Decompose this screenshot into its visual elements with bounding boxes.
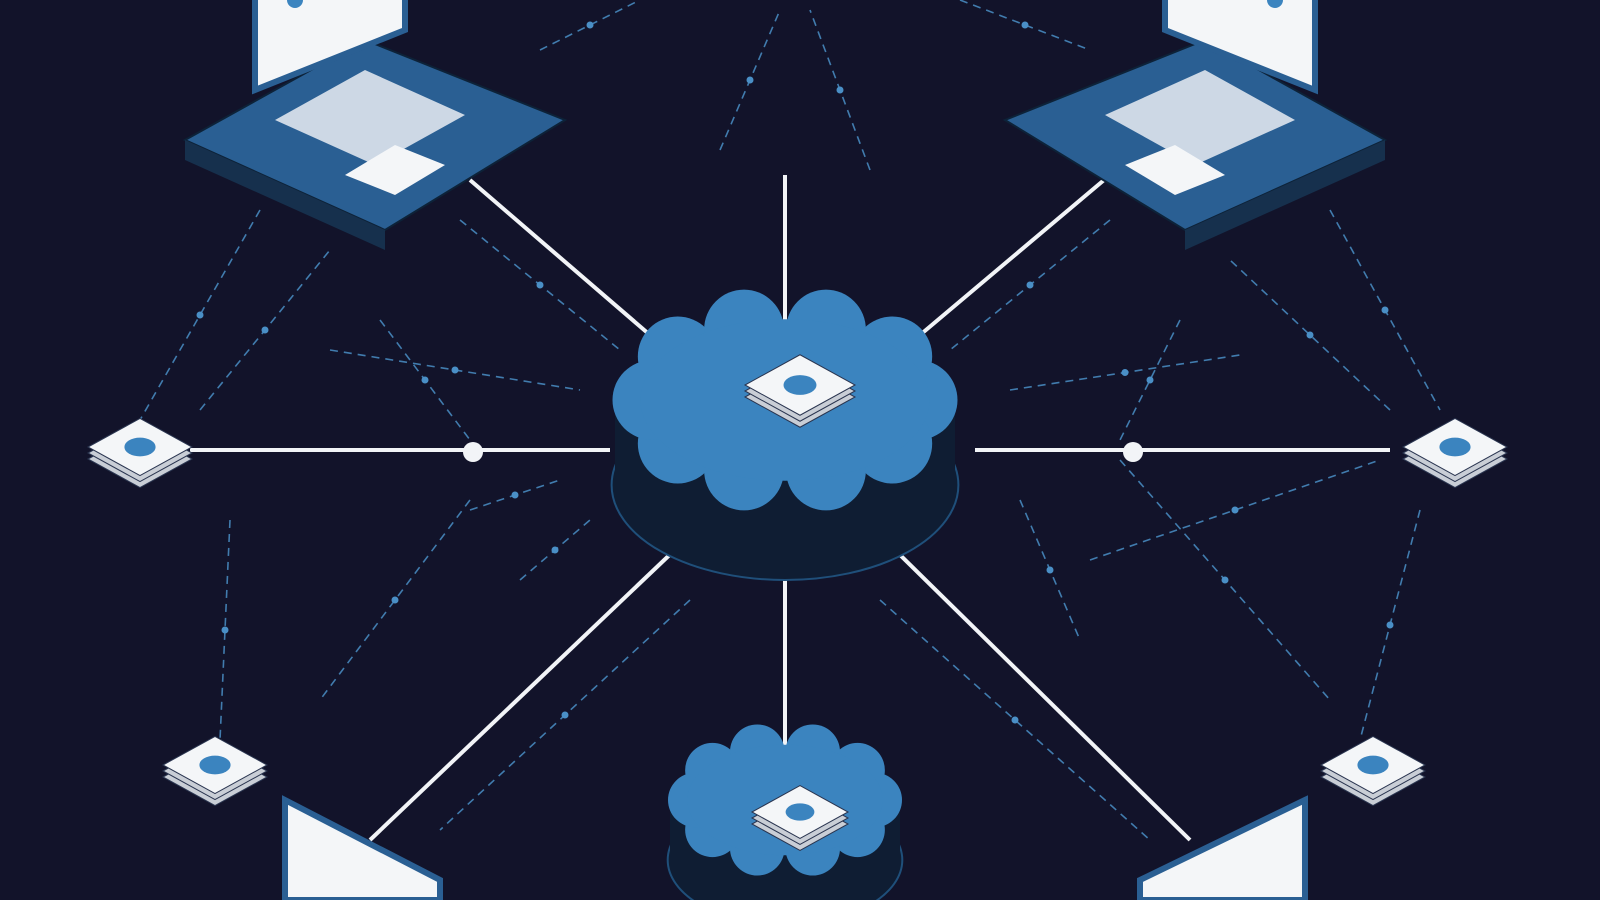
node-dot	[783, 375, 817, 395]
link-dot	[221, 626, 229, 634]
junction-dot-icon	[463, 442, 483, 462]
dashed-link	[139, 209, 261, 421]
link-dot	[391, 596, 399, 604]
link-dot	[1011, 716, 1019, 724]
link-dot	[536, 281, 544, 289]
link-dot	[1121, 369, 1129, 376]
link-dot	[1026, 281, 1034, 289]
dashed-link	[219, 519, 231, 741]
screen-dot	[287, 0, 303, 8]
link-dot	[1386, 621, 1394, 629]
dashed-links	[139, 0, 1441, 841]
network-node-icon	[161, 735, 269, 807]
link-dot	[451, 366, 459, 374]
node-dot	[124, 437, 156, 457]
laptop-side	[185, 140, 385, 250]
laptop-icon	[282, 795, 443, 900]
node-dot	[1357, 755, 1389, 775]
cloud-hub-icon	[610, 289, 960, 581]
laptop-icon	[182, 0, 568, 250]
network-node-icon	[86, 417, 194, 489]
touchpad	[1125, 145, 1225, 195]
link-dot	[196, 311, 204, 319]
solid-links	[190, 173, 1390, 842]
link-dot	[746, 76, 754, 84]
link-dot	[1046, 566, 1054, 574]
node-dot	[1439, 437, 1471, 457]
keyboard	[1105, 70, 1295, 165]
dashed-link	[539, 0, 641, 51]
touchpad	[345, 145, 445, 195]
node-dot	[199, 755, 231, 775]
screen-dot	[1267, 0, 1283, 8]
dashed-link	[1229, 259, 1391, 411]
laptop-screen	[1162, 0, 1318, 95]
dashed-link	[1089, 459, 1381, 561]
link-dot	[1231, 506, 1239, 514]
laptop-side	[1185, 140, 1385, 250]
link-dot	[836, 86, 844, 94]
link-dot	[1021, 21, 1029, 29]
laptop-screen	[252, 0, 408, 95]
network-node-icon	[743, 354, 857, 428]
network-node-icon	[750, 785, 850, 851]
link-dot	[421, 376, 429, 384]
network-node-icon	[1401, 417, 1509, 489]
link-dot	[261, 326, 269, 334]
solid-link	[888, 543, 1192, 842]
solid-link	[918, 173, 1112, 337]
dashed-link	[879, 599, 1151, 841]
link-dot	[586, 21, 594, 29]
solid-link	[468, 178, 652, 337]
solid-link	[368, 543, 682, 842]
keyboard	[275, 70, 465, 165]
link-dot	[551, 546, 559, 554]
link-dot	[1306, 331, 1314, 339]
network-node-icon	[1319, 735, 1427, 807]
laptop-icon	[1137, 795, 1308, 900]
link-dot	[1381, 306, 1389, 314]
node-dot	[785, 803, 815, 821]
dashed-link	[959, 0, 1091, 51]
link-dot	[1146, 376, 1154, 384]
link-dot	[511, 491, 519, 499]
junction-dot-icon	[1123, 442, 1143, 462]
link-dot	[1221, 576, 1229, 584]
laptop-icon	[1002, 0, 1388, 250]
link-dot	[561, 711, 569, 719]
devices	[86, 0, 1509, 900]
